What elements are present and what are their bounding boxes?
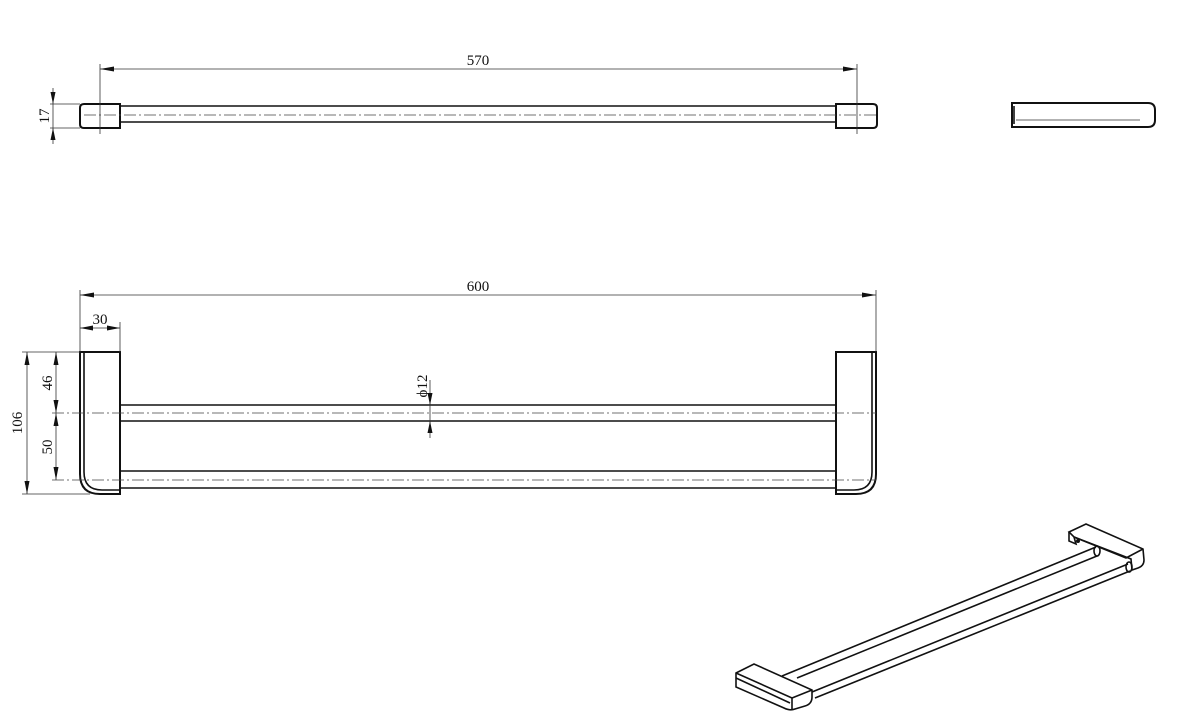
dimension-label-600: 600 bbox=[467, 279, 490, 295]
isometric-view bbox=[735, 523, 1145, 711]
dimension-label-46: 46 bbox=[40, 375, 56, 391]
arrow bbox=[24, 481, 30, 494]
arrow bbox=[100, 66, 114, 72]
iso-left-bracket bbox=[735, 663, 813, 711]
arrow bbox=[80, 325, 93, 331]
iso-right-bracket-edge bbox=[1073, 536, 1144, 559]
iso-upper-rail bbox=[781, 546, 1097, 677]
arrow bbox=[53, 352, 59, 365]
arrow bbox=[24, 352, 30, 365]
arrow bbox=[862, 292, 876, 298]
iso-lower-rail bbox=[811, 563, 1129, 693]
arrow bbox=[80, 292, 94, 298]
arrow bbox=[53, 400, 59, 413]
dimension-label-diameter: ϕ12 bbox=[415, 375, 431, 398]
arrow bbox=[50, 92, 56, 104]
iso-upper-rail bbox=[796, 555, 1098, 679]
rail-end bbox=[1093, 545, 1101, 557]
bracket-inner-edge bbox=[83, 352, 120, 491]
dimension-label-570: 570 bbox=[467, 53, 490, 69]
arrow bbox=[50, 128, 56, 140]
dimension-label-30: 30 bbox=[93, 312, 108, 328]
arrow bbox=[53, 467, 59, 480]
top-left-cap bbox=[79, 103, 121, 129]
dimension-label-50: 50 bbox=[40, 440, 56, 455]
side-bracket bbox=[1011, 102, 1156, 128]
arrow bbox=[107, 325, 120, 331]
mounting-screw-hole bbox=[1076, 539, 1080, 543]
dimension-label-106: 106 bbox=[10, 411, 26, 434]
front-right-bracket bbox=[835, 351, 877, 495]
bracket-inner-edge bbox=[836, 352, 873, 491]
iso-right-bracket-edge bbox=[1068, 532, 1078, 546]
dimension-label-17: 17 bbox=[37, 108, 53, 124]
front-left-bracket bbox=[79, 351, 121, 495]
arrow bbox=[843, 66, 857, 72]
iso-left-bracket-edge bbox=[735, 677, 791, 704]
iso-lower-rail bbox=[814, 570, 1131, 699]
front-view: 600 30 106 46 50 ϕ12 bbox=[10, 279, 877, 495]
arrow bbox=[53, 413, 59, 426]
top-view: 570 17 bbox=[37, 53, 878, 144]
side-view bbox=[1011, 102, 1156, 128]
rail-end bbox=[1125, 561, 1133, 573]
top-right-cap bbox=[835, 103, 878, 129]
arrow bbox=[427, 393, 433, 405]
arrow bbox=[427, 421, 433, 433]
